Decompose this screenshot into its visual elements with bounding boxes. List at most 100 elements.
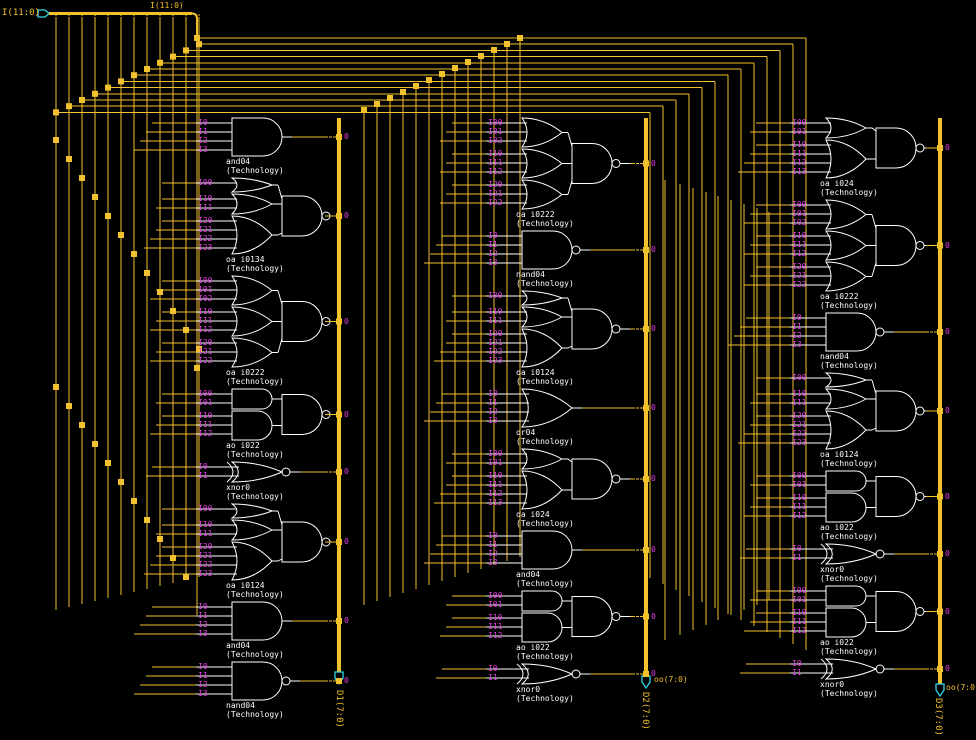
pin-label: I22 [792,429,807,438]
junction-dot [66,103,72,110]
junction-dot [196,41,202,48]
technology-label: (Technology) [820,361,878,370]
pin-label: I11 [198,529,213,538]
pin-label: I1 [488,673,498,682]
output-value: 0 [945,664,950,673]
or-subgate [825,199,867,230]
and-subgate [521,590,563,612]
pin-label: I00 [792,118,807,127]
pin-label: I12 [792,249,807,258]
pin-label: I12 [488,489,503,498]
output-value: 0 [651,611,656,621]
pin-label: I0 [198,662,208,671]
input-bus-bend [191,12,198,36]
pin-label: I11 [792,398,807,407]
pin-label: I23 [198,569,213,578]
input-bus-label: I(11:0) [150,1,184,10]
xor-arc [226,461,234,483]
technology-label: (Technology) [226,450,284,459]
junction-dot [170,53,176,60]
pin-label: I2 [198,136,208,145]
pin-label: I0 [792,544,802,553]
instance-name: xnor0 [820,680,845,689]
junction-dot [157,536,163,542]
subgate-link [277,232,283,236]
instance-name: ao i022 [516,643,550,652]
and-subgate [825,492,867,523]
pin-label: I1 [488,240,498,249]
pin-label: I1 [198,127,208,136]
output-value: 0 [344,316,349,326]
pin-label: I00 [792,200,807,209]
junction-dot [92,194,98,200]
bus-junction [643,247,649,253]
subgate-link [277,338,283,353]
nand-output-gate [875,225,917,266]
pin-label: I3 [198,145,208,154]
technology-label: (Technology) [226,492,284,501]
subgate-link [567,132,573,147]
pin-label: I3 [488,258,498,267]
output-value: 0 [651,158,656,168]
pin-label: I2 [198,680,208,689]
nand-output-gate [281,521,323,563]
pin-label: I10 [792,493,807,502]
subgate-link [871,127,877,132]
junction-dot [66,156,72,162]
pin-label: I11 [198,316,213,325]
subgate-link [567,458,573,463]
pin-label: I00 [488,118,503,127]
nand-output-gate [571,596,613,637]
pin-label: I01 [792,480,807,489]
pin-label: I01 [488,458,503,467]
output-value: 0 [945,406,950,415]
junction-dot [92,441,98,447]
pin-label: I13 [792,167,807,176]
and-gate [521,530,573,570]
subgate-link [567,180,573,195]
output-port-label-d1[interactable]: D1(7:0) [334,690,344,728]
pin-label: I11 [792,149,807,158]
pin-label: I11 [488,158,503,167]
input-port-label[interactable]: I(11:0) [2,8,40,18]
pin-label: I22 [488,198,503,207]
and-gate [231,117,283,157]
pin-label: I0 [488,389,498,398]
nand-output-gate [571,308,613,350]
pin-label: I20 [792,411,807,420]
pin-label: I11 [488,622,503,631]
output-port-icon [935,683,945,698]
pin-label: I11 [198,203,213,212]
bus-junction [937,493,943,500]
bus-junction [937,608,943,615]
pin-label: I22 [792,280,807,289]
pin-label: I11 [792,617,807,626]
output-port-label-d3[interactable]: D3(7:0) [933,698,943,736]
output-value: 0 [651,324,656,333]
output-value: 0 [344,132,349,141]
junction-dot [131,251,137,257]
pin-label: I00 [198,276,213,285]
pin-label: I22 [198,356,213,365]
pin-label: I10 [488,471,503,480]
pin-label: I21 [488,338,503,347]
or-subgate [825,410,867,450]
pin-label: I0 [488,664,498,673]
instance-name: nand04 [226,701,255,710]
subgate-link [277,184,283,200]
inverter-bubble [611,612,621,621]
output-port-label-d2[interactable]: D2(7:0) [640,692,650,730]
junction-dot [183,47,189,54]
technology-label: (Technology) [820,301,878,310]
inverter-bubble [915,492,925,501]
bus-junction [336,411,342,418]
or-subgate [825,230,867,261]
instance-name: or04 [516,428,536,437]
junction-dot [157,59,163,66]
pin-label: I0 [198,462,208,471]
nand-output-gate [875,591,917,632]
junction-dot [118,232,124,238]
junction-dot [79,97,85,103]
subgate-link [871,262,877,277]
